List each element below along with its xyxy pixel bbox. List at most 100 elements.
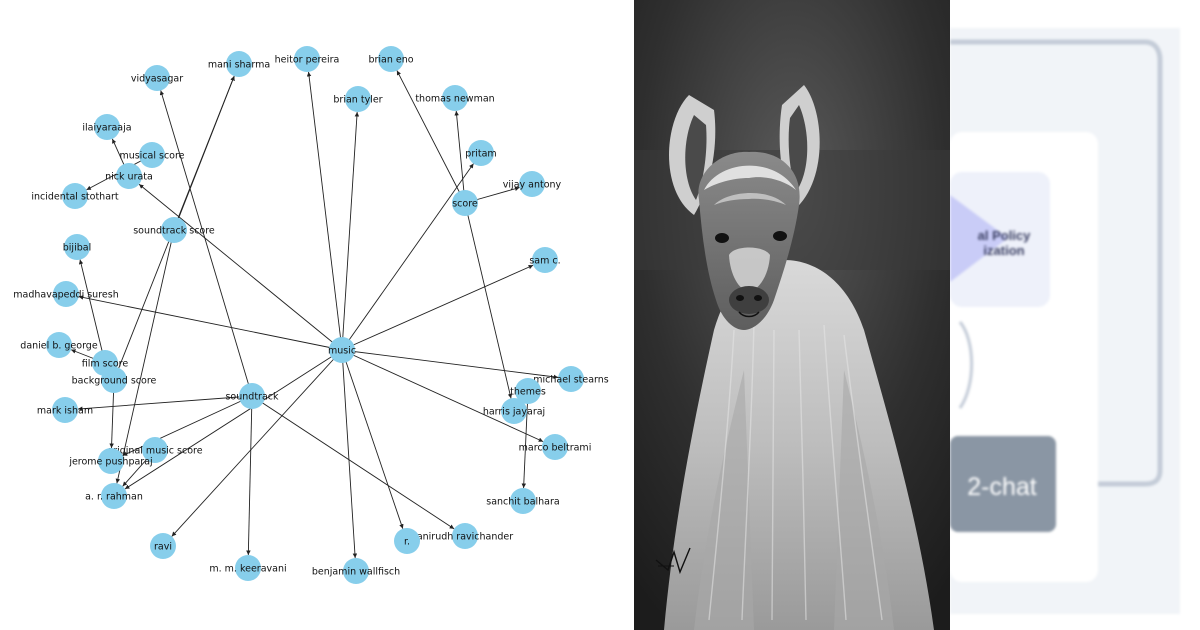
graph-edge-music-r <box>341 349 404 529</box>
graph-node-label: sanchit balhara <box>486 497 559 508</box>
graph-node-michael_stearns: michael stearns <box>533 366 609 392</box>
graph-node-circle <box>442 85 468 111</box>
graph-edge-music-pritam <box>341 163 474 351</box>
graph-node-circle <box>62 183 88 209</box>
graph-node-circle <box>101 483 127 509</box>
graph-node-label: thomas newman <box>415 94 494 105</box>
graph-edge-score-thomas_newman <box>454 110 466 204</box>
cropped-diagram-panel: al Policy ization 2-chat <box>950 0 1200 630</box>
graph-edge-film_score-bijibal <box>78 259 106 364</box>
graph-node-label: film score <box>82 359 129 370</box>
graph-node-a_r_rahman: a. r. rahman <box>85 483 143 509</box>
graph-node-circle <box>558 366 584 392</box>
graph-node-circle <box>542 434 568 460</box>
graph-node-incidental_stothart: incidental stothart <box>31 183 119 209</box>
graph-node-label: mark isham <box>37 406 93 417</box>
diagram-label-line1: al Policy <box>978 228 1032 243</box>
graph-node-label: madhavapeddi suresh <box>13 290 118 301</box>
graph-node-label: soundtrack <box>225 392 279 403</box>
graph-node-circle <box>226 51 252 77</box>
graph-edges <box>70 70 559 559</box>
graph-node-label: jerome pushparaj <box>68 457 152 468</box>
graph-node-circle <box>515 378 541 404</box>
graph-node-original_music_score: original music score <box>107 437 203 463</box>
graph-edge-music-madhavapeddi_suresh <box>78 295 343 351</box>
graph-node-benjamin_wallfisch: benjamin wallfisch <box>312 558 400 584</box>
graph-node-thomas_newman: thomas newman <box>415 85 495 111</box>
graph-node-mark_isham: mark isham <box>37 397 93 423</box>
graph-node-circle <box>519 171 545 197</box>
graph-node-circle <box>116 163 142 189</box>
graph-node-circle <box>139 142 165 168</box>
graph-node-circle <box>501 398 527 424</box>
graph-node-circle <box>150 533 176 559</box>
graph-node-daniel_b_george: daniel b. george <box>20 332 98 358</box>
graph-edge-soundtrack-vidyasagar <box>159 90 253 397</box>
graph-node-music: music <box>328 337 356 363</box>
graph-node-circle <box>452 190 478 216</box>
graph-node-circle <box>94 114 120 140</box>
graph-node-label: benjamin wallfisch <box>312 567 400 578</box>
graph-node-circle <box>294 46 320 72</box>
graph-edge-soundtrack_score-a_r_rahman <box>115 229 175 484</box>
graph-edge-music-heitor_pereira <box>306 71 343 351</box>
llama-photo <box>634 0 950 630</box>
graph-node-vidyasagar: vidyasagar <box>131 65 183 91</box>
graph-node-bijibal: bijibal <box>63 234 91 260</box>
graph-node-label: daniel b. george <box>20 341 98 352</box>
graph-node-brian_tyler: brian tyler <box>333 86 383 112</box>
graph-node-m_m_keeravani: m. m. keeravani <box>209 555 287 581</box>
graph-node-label: mani sharma <box>208 60 270 71</box>
graph-node-label: r. <box>404 537 410 548</box>
graph-node-label: vidyasagar <box>131 74 183 85</box>
graph-node-label: m. m. keeravani <box>209 564 286 575</box>
graph-edge-soundtrack-anirudh_ravichander <box>251 395 455 530</box>
graph-node-ravi: ravi <box>150 533 176 559</box>
graph-node-circle <box>378 46 404 72</box>
graph-node-label: brian eno <box>368 55 413 66</box>
graph-node-r: r. <box>394 528 420 554</box>
graph-edge-score-harris_jayaraj <box>464 202 513 399</box>
graph-node-circle <box>345 86 371 112</box>
graph-node-sanchit_balhara: sanchit balhara <box>486 488 560 514</box>
photographer-signature <box>655 547 691 575</box>
graph-node-circle <box>329 337 355 363</box>
graph-node-circle <box>161 217 187 243</box>
chat-box-label: 2-chat <box>967 473 1037 501</box>
graph-edge-music-michael_stearns <box>341 349 559 380</box>
graph-node-label: marco beltrami <box>519 443 592 454</box>
graph-node-themes: themes <box>510 378 546 404</box>
graph-node-circle <box>239 383 265 409</box>
graph-node-anirudh_ravichander: anirudh ravichander <box>417 523 513 549</box>
graph-node-background_score: background score <box>72 367 157 393</box>
graph-node-sam_c: sam c. <box>529 247 561 273</box>
graph-node-label: anirudh ravichander <box>417 532 513 543</box>
graph-node-circle <box>394 528 420 554</box>
graph-node-circle <box>64 234 90 260</box>
graph-node-circle <box>52 397 78 423</box>
graph-node-label: bijibal <box>63 243 91 254</box>
graph-node-label: soundtrack score <box>133 226 215 237</box>
graph-node-heitor_pereira: heitor pereira <box>275 46 339 72</box>
graph-node-circle <box>142 437 168 463</box>
graph-node-label: nick urata <box>105 172 153 183</box>
graph-edge-soundtrack-m_m_keeravani <box>246 395 253 556</box>
graph-edge-music-nick_urata <box>138 183 343 351</box>
graph-edge-music-ravi <box>171 349 343 537</box>
graph-node-musical_score: musical score <box>119 142 185 168</box>
graph-node-circle <box>46 332 72 358</box>
graph-node-soundtrack_score: soundtrack score <box>133 217 215 243</box>
graph-node-madhavapeddi_suresh: madhavapeddi suresh <box>13 281 119 307</box>
graph-node-label: sam c. <box>529 256 560 267</box>
graph-node-jerome_pushparaj: jerome pushparaj <box>68 448 153 474</box>
graph-node-circle <box>510 488 536 514</box>
graph-edge-score-brian_eno <box>396 70 466 204</box>
graph-node-circle <box>452 523 478 549</box>
graph-edge-soundtrack-mark_isham <box>77 395 253 411</box>
graph-node-vijay_antony: vijay antony <box>503 171 562 197</box>
graph-node-label: themes <box>510 387 546 398</box>
graph-node-label: michael stearns <box>533 375 609 386</box>
graph-node-mani_sharma: mani sharma <box>208 51 270 77</box>
